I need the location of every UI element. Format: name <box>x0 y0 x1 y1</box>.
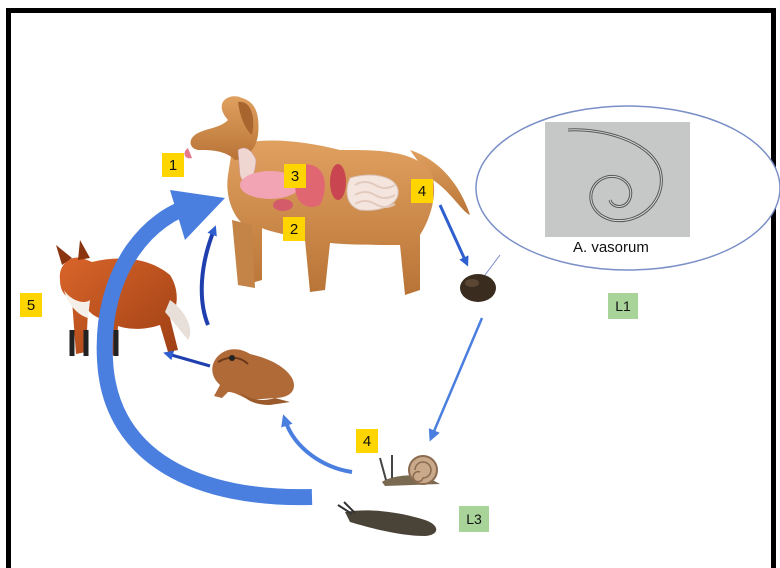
slug-icon <box>338 502 436 536</box>
transmission-arrow-large <box>105 190 312 497</box>
larva-label-l3: L3 <box>459 506 489 532</box>
stage-label-5: 5 <box>20 293 42 317</box>
larva-label-l1: L1 <box>608 293 638 319</box>
stage-label-4-snail: 4 <box>356 429 378 453</box>
feces-icon <box>460 274 496 302</box>
arrow-feces-to-snail <box>432 318 482 436</box>
stage-label-1: 1 <box>162 153 184 177</box>
arrow-dog-to-feces <box>440 205 466 262</box>
arrow-frog-to-dog <box>202 230 214 325</box>
stage-label-2: 2 <box>283 217 305 241</box>
stage-label-3: 3 <box>284 164 306 188</box>
inset-caption: A. vasorum <box>573 239 649 256</box>
frog-icon <box>212 349 294 405</box>
snail-icon <box>380 455 440 486</box>
arrow-snail-to-frog <box>285 420 352 472</box>
stage-label-4-dog: 4 <box>411 179 433 203</box>
arrow-frog-to-fox <box>168 354 210 366</box>
